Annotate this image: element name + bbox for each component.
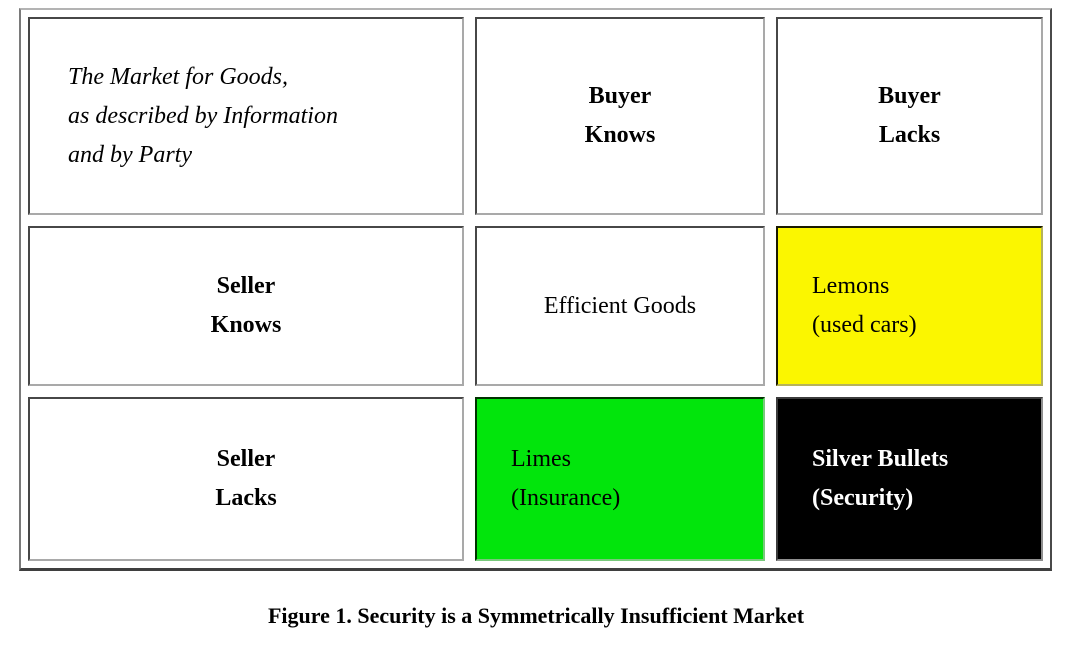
column-header-buyer-knows: Buyer Knows — [475, 17, 765, 215]
cell-lemons: Lemons (used cars) — [776, 226, 1043, 386]
column-header-buyer-lacks: Buyer Lacks — [776, 17, 1043, 215]
matrix-title-line: and by Party — [68, 141, 192, 168]
row-header-line: Lacks — [215, 485, 277, 511]
column-header-line: Buyer — [878, 83, 941, 109]
cell-label-line: (Security) — [812, 485, 914, 511]
row-header-seller-knows: Seller Knows — [28, 226, 464, 386]
row-header-line: Seller — [216, 273, 276, 299]
column-header-line: Lacks — [878, 122, 941, 148]
matrix-title-line: as described by Information — [68, 102, 338, 129]
cell-label-line: Silver Bullets — [812, 446, 949, 472]
row-header-line: Seller — [216, 446, 276, 472]
figure-caption: Figure 1. Security is a Symmetrically In… — [267, 603, 805, 628]
cell-silver-bullets: Silver Bullets (Security) — [776, 397, 1043, 561]
column-header-line: Knows — [584, 122, 656, 148]
row-header-seller-lacks: Seller Lacks — [28, 397, 464, 561]
cell-limes: Limes (Insurance) — [475, 397, 765, 561]
row-header-line: Knows — [210, 312, 282, 338]
cell-label-line: (used cars) — [812, 312, 917, 338]
cell-efficient-goods: Efficient Goods — [475, 226, 765, 386]
cell-label-line: Lemons — [812, 273, 890, 299]
matrix-title-line: The Market for Goods, — [68, 63, 288, 90]
matrix-title-cell: The Market for Goods, as described by In… — [28, 17, 464, 215]
cell-label-line: (Insurance) — [511, 485, 621, 511]
column-header-line: Buyer — [588, 83, 652, 109]
cell-label: Efficient Goods — [543, 292, 697, 319]
market-matrix-table: The Market for Goods, as described by In… — [19, 8, 1052, 571]
cell-label-line: Limes — [511, 446, 571, 472]
